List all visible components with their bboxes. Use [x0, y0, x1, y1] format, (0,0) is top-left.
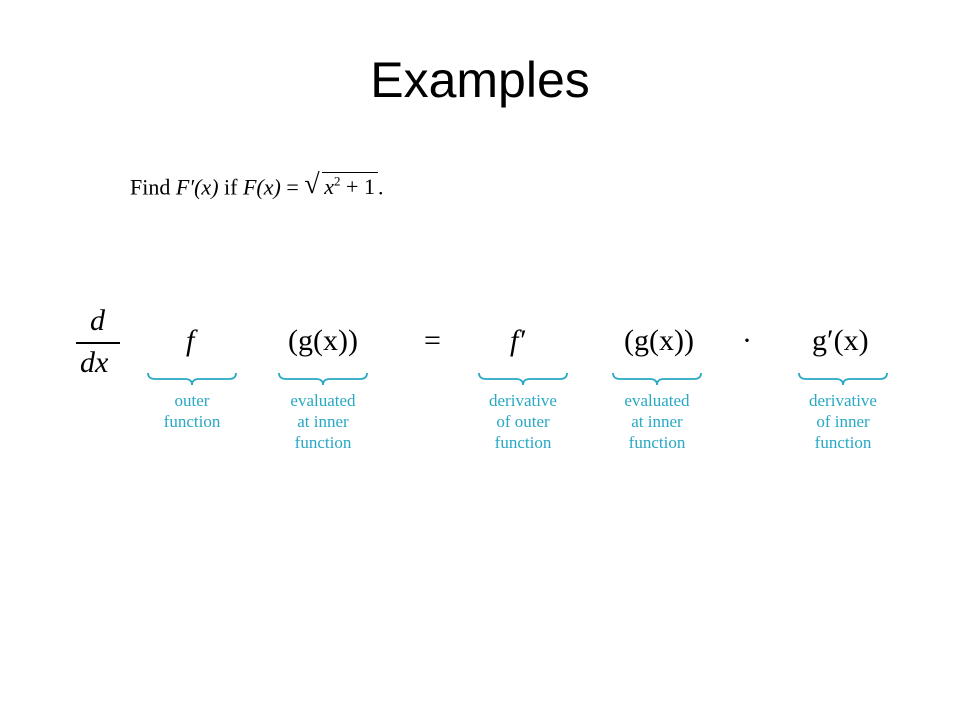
label-evaluated-inner-2: evaluated at inner function — [607, 390, 707, 453]
label-line: function — [628, 433, 686, 452]
f-prime: f′ — [510, 324, 525, 357]
label-line: function — [163, 412, 221, 431]
brace-evaluated-inner-2-icon — [612, 372, 702, 386]
radicand: x2 + 1 — [322, 172, 378, 200]
chain-rule-diagram: d dx f (g(x)) = f′ (g(x)) · g′(x) outer … — [0, 300, 960, 500]
brace-derivative-outer-icon — [478, 372, 568, 386]
label-line: function — [294, 433, 352, 452]
period: . — [377, 174, 384, 200]
brace-outer-function-icon — [147, 372, 237, 386]
product-dot: · — [742, 324, 752, 357]
radical-sign-icon: √ — [304, 169, 320, 200]
g-of-x-first: (g(x)) — [288, 324, 358, 357]
outer-f: f — [186, 324, 195, 357]
d-numerator: d — [90, 304, 105, 337]
label-line: of outer — [496, 412, 550, 431]
label-line: at inner — [297, 412, 349, 431]
label-line: evaluated — [624, 391, 690, 410]
find-word: Find — [130, 174, 171, 200]
problem-statement: Find F′(x) if F(x) = √ x2 + 1 . — [130, 169, 384, 200]
f-of-x: F(x) — [242, 174, 281, 200]
g-prime-of-x: g′(x) — [812, 324, 869, 357]
brace-evaluated-inner-icon — [278, 372, 368, 386]
label-line: derivative — [489, 391, 557, 410]
g-of-x-second: (g(x)) — [624, 324, 694, 357]
equals-sign-rule: = — [424, 324, 441, 357]
square-root-expression: √ x2 + 1 — [304, 169, 378, 200]
label-line: at inner — [631, 412, 683, 431]
slide-title: Examples — [370, 52, 590, 108]
label-line: function — [814, 433, 872, 452]
if-word: if — [224, 174, 238, 200]
brace-derivative-inner-icon — [798, 372, 888, 386]
label-derivative-inner: derivative of inner function — [793, 390, 893, 453]
radicand-exponent: 2 — [334, 174, 341, 189]
equals-sign: = — [286, 174, 299, 200]
label-derivative-outer: derivative of outer function — [473, 390, 573, 453]
radicand-base: x — [324, 174, 335, 200]
radicand-rest: + 1 — [340, 174, 375, 200]
fraction-bar — [76, 342, 120, 344]
dx-denominator: dx — [80, 346, 109, 379]
label-outer-function: outer function — [142, 390, 242, 432]
f-prime-of-x: F′(x) — [175, 174, 219, 200]
label-line: of inner — [816, 412, 870, 431]
label-line: evaluated — [290, 391, 356, 410]
label-evaluated-inner: evaluated at inner function — [273, 390, 373, 453]
label-line: derivative — [809, 391, 877, 410]
label-line: function — [494, 433, 552, 452]
label-line: outer — [174, 391, 210, 410]
